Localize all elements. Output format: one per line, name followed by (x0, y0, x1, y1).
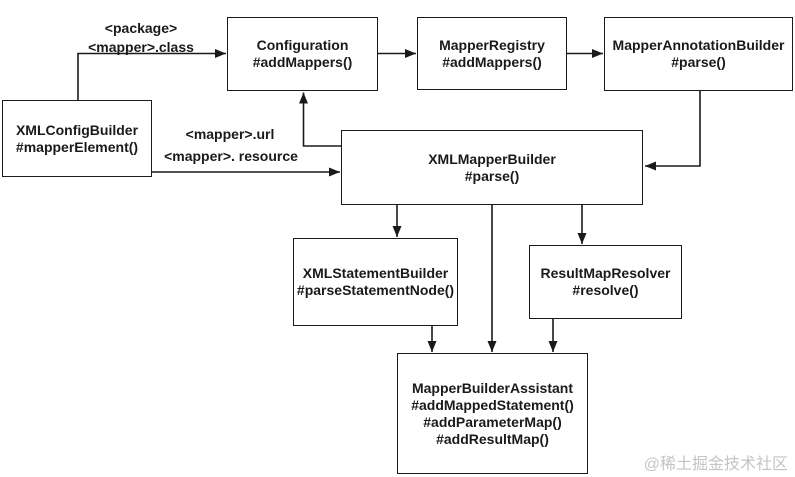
node-class-name: XMLMapperBuilder (428, 150, 556, 167)
node-method-name: #parse() (671, 54, 726, 70)
edge-label-package: <package> (104, 20, 178, 36)
node-class-name: Configuration (256, 37, 349, 53)
edge-mapperannotationbuilder-to-xmlmapperbuilder (645, 91, 701, 171)
node-xml-statement-builder: XMLStatementBuilder #parseStatementNode(… (293, 238, 458, 326)
node-mapper-registry: MapperRegistry #addMappers() (417, 17, 567, 90)
node-class-name: XMLStatementBuilder (302, 265, 449, 281)
node-xml-config-builder: XMLConfigBuilder #mapperElement() (2, 100, 152, 177)
node-class-name: ResultMapResolver (540, 265, 671, 281)
node-method-name: #resolve() (572, 282, 639, 298)
node-xml-mapper-builder: XMLMapperBuilder #parse() (341, 130, 643, 205)
node-mapper-annotation-builder: MapperAnnotationBuilder #parse() (604, 17, 793, 91)
node-method-name: #addMappedStatement() (411, 396, 574, 413)
node-class-name: MapperAnnotationBuilder (612, 37, 785, 53)
node-method-name: #addResultMap() (436, 430, 549, 447)
node-method-name: #parseStatementNode() (296, 282, 455, 298)
edge-xmlconfigbuilder-to-configuration (77, 49, 226, 100)
node-method-name: #addMappers() (252, 54, 353, 70)
edge-label-mapper-class: <mapper>.class (88, 39, 194, 55)
juejin-watermark: @稀土掘金技术社区 (643, 456, 788, 473)
node-method-name: #addMappers() (442, 53, 542, 70)
node-class-name: MapperBuilderAssistant (411, 379, 574, 396)
edge-xmlmapperbuilder-to-configuration (299, 92, 341, 147)
node-class-name: XMLConfigBuilder (15, 121, 139, 138)
node-method-name: #addParameterMap() (423, 413, 562, 430)
edge-label-mapper-url: <mapper>.url (185, 126, 275, 142)
node-class-name: MapperRegistry (439, 36, 545, 53)
node-result-map-resolver: ResultMapResolver #resolve() (529, 245, 682, 319)
node-method-name: #parse() (464, 167, 520, 184)
edge-label-mapper-resource: <mapper>. resource (164, 148, 298, 164)
node-configuration: Configuration #addMappers() (227, 17, 378, 91)
node-method-name: #mapperElement() (15, 138, 139, 155)
node-mapper-builder-assistant: MapperBuilderAssistant #addMappedStateme… (397, 353, 588, 474)
